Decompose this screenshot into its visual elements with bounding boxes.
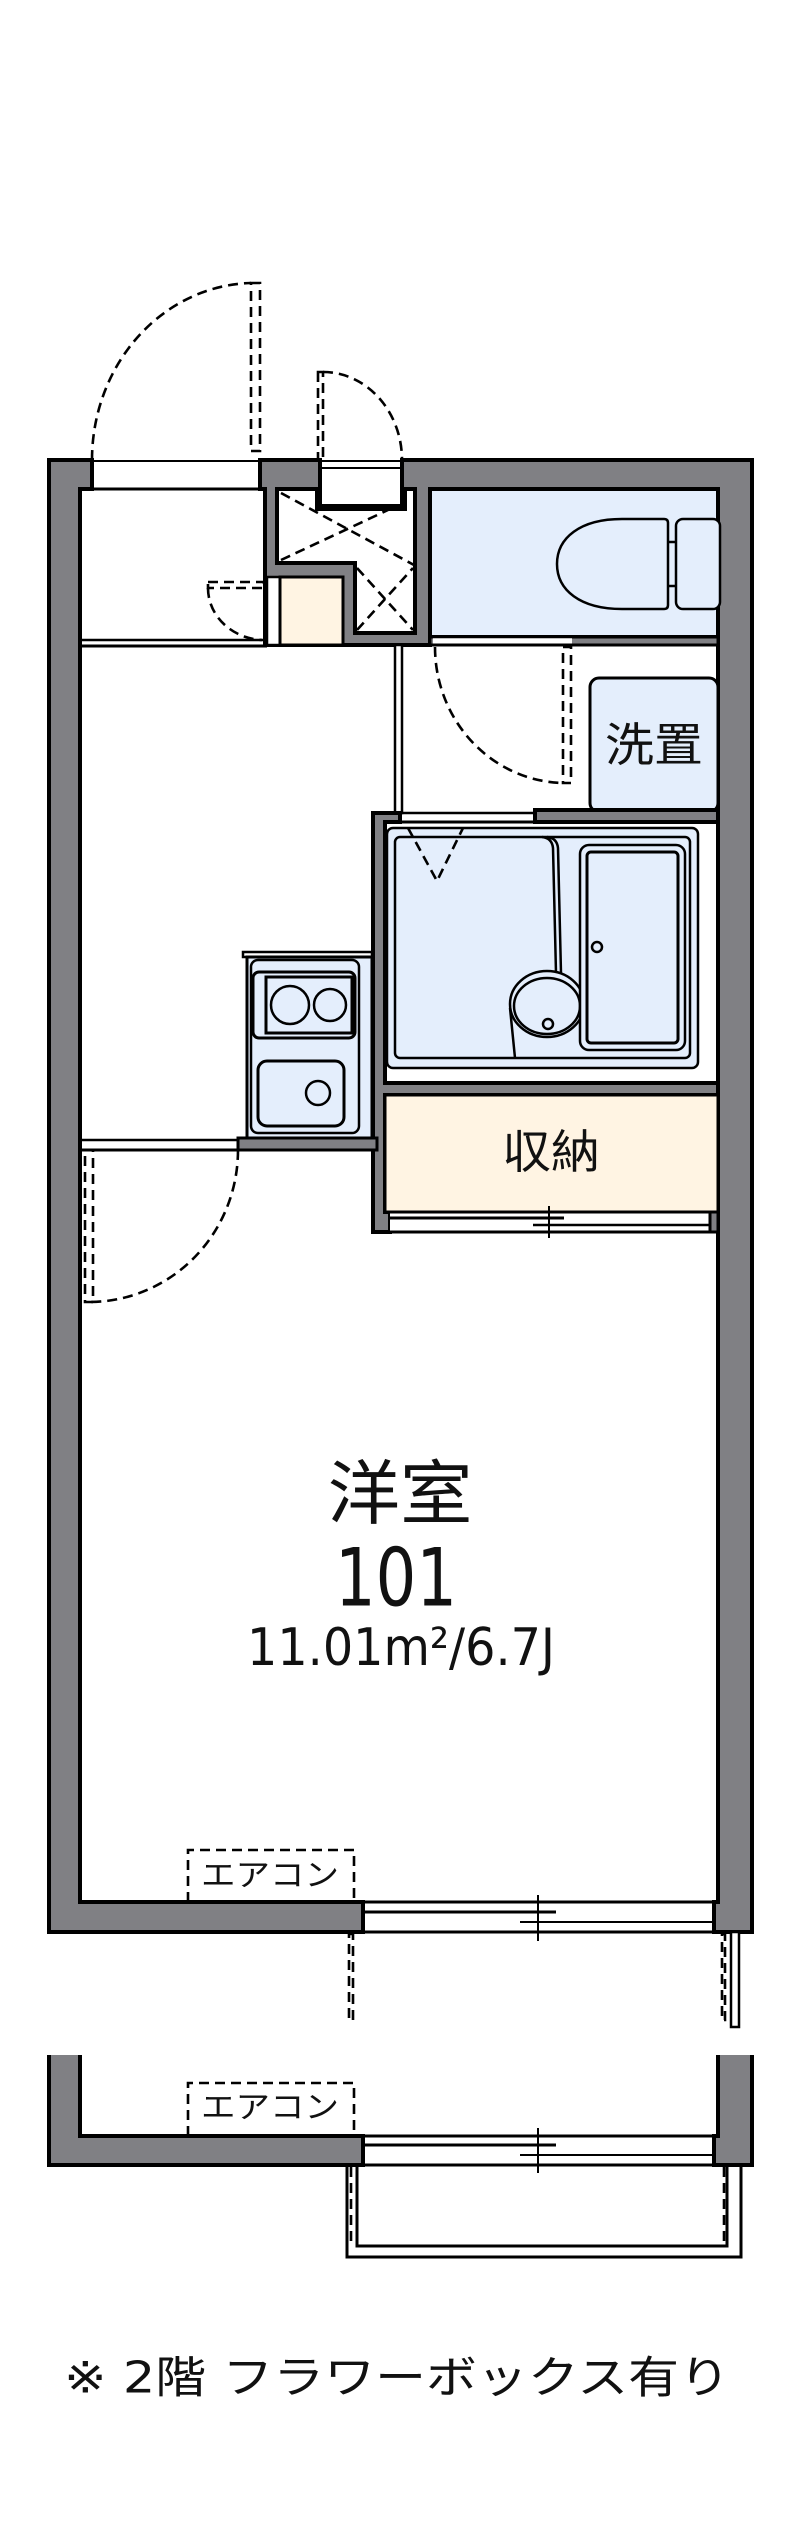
- toilet-door-opening: [433, 635, 572, 647]
- air-conditioner-2f-icon: [186, 2081, 356, 2136]
- toilet-door-swing-icon: [433, 645, 573, 785]
- room-door-swing-icon: [83, 1148, 240, 1304]
- bathroom-door-opening: [400, 811, 535, 824]
- genkan-step-line: [80, 638, 267, 648]
- room-area: 11.01m²/6.7J: [247, 1618, 555, 1678]
- storage-sliding-door-icon: [390, 1206, 720, 1238]
- floor-1-unit: 洗置 収納: [47, 281, 754, 2029]
- entrance-door-swing-icon: [90, 281, 262, 461]
- floor-2-right-wall: [714, 2055, 752, 2165]
- toilet-icon: [555, 517, 722, 611]
- room-door-opening: [80, 1138, 238, 1152]
- flower-box-icon: [345, 2163, 743, 2259]
- meter-box-icon: [320, 460, 402, 469]
- sliding-window-1f-icon: [363, 1895, 714, 1941]
- kitchen-sink-icon: [256, 1059, 346, 1128]
- left-wall: [47, 458, 365, 1934]
- bathroom-top-wall: [533, 808, 720, 824]
- balcony-edge-lines: [347, 1930, 741, 2029]
- room-type-label: 洋室: [328, 1453, 473, 1535]
- washbasin-icon: [508, 969, 586, 1039]
- kitchen-base-wall: [236, 1136, 379, 1152]
- meter-box-door-swing-icon: [316, 370, 404, 462]
- floor-2-detail: エアコン: [47, 2055, 754, 2259]
- air-conditioner-2f-label: エアコン: [201, 2090, 339, 2126]
- kitchen-stove-icon: [251, 970, 357, 1040]
- storage-label: 収納: [502, 1125, 600, 1179]
- bathtub-icon: [578, 843, 687, 1052]
- entrance-opening: [92, 460, 260, 491]
- flower-box-note: ※ 2階 フラワーボックス有り: [64, 2353, 730, 2404]
- laundry-space-label: 洗置: [605, 718, 703, 772]
- air-conditioner-1f-label: エアコン: [201, 1858, 339, 1894]
- toilet-room-wall: [428, 635, 720, 647]
- shoe-cabinet-icon: [265, 575, 345, 647]
- pipe-shaft-icon: [275, 487, 417, 635]
- unit-number: 101: [335, 1532, 457, 1625]
- washroom-partition: [393, 643, 404, 815]
- air-conditioner-1f-icon: [186, 1848, 356, 1902]
- genkan-cabinet-door-swing-icon: [206, 580, 266, 642]
